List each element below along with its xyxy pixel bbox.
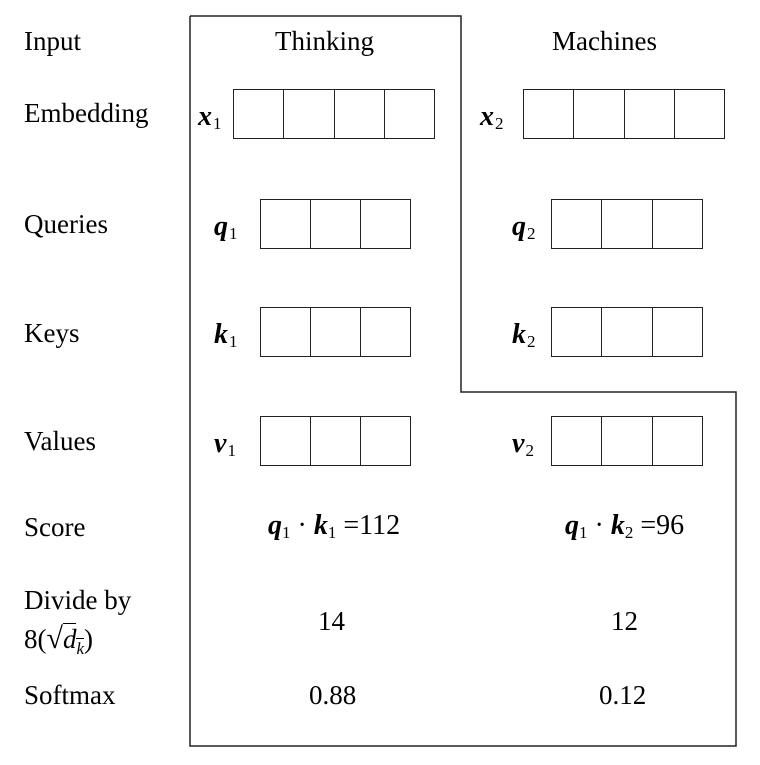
- vector-cell: [361, 417, 410, 465]
- symbol-q1: q1: [214, 211, 238, 243]
- embedding-vector-x1: [233, 89, 435, 139]
- value-vector-v2: [551, 416, 703, 466]
- softmax-value-2: 0.12: [599, 680, 647, 710]
- vector-cell: [234, 90, 285, 138]
- symbol-v2: v2: [512, 428, 534, 460]
- row-label-divide-sqrt: 8(√dk): [24, 622, 94, 659]
- value-vector-v1: [260, 416, 411, 466]
- row-label-keys: Keys: [24, 318, 80, 348]
- vector-cell: [675, 90, 724, 138]
- vector-cell: [602, 200, 653, 248]
- divided-value-2: 12: [611, 606, 638, 636]
- vector-cell: [625, 90, 675, 138]
- vector-cell: [385, 90, 434, 138]
- query-vector-q2: [551, 199, 703, 249]
- row-label-input: Input: [24, 26, 81, 56]
- symbol-v1: v1: [214, 428, 236, 460]
- row-label-softmax: Softmax: [24, 680, 116, 710]
- column-header-thinking: Thinking: [275, 26, 374, 56]
- vector-cell: [335, 90, 385, 138]
- vector-cell: [311, 308, 361, 356]
- row-label-embedding: Embedding: [24, 98, 149, 128]
- vector-cell: [552, 200, 603, 248]
- embedding-vector-x2: [523, 89, 725, 139]
- vector-cell: [653, 308, 702, 356]
- symbol-x2: x2: [480, 101, 504, 133]
- key-vector-k2: [551, 307, 703, 357]
- vector-cell: [653, 200, 702, 248]
- vector-cell: [602, 308, 653, 356]
- vector-cell: [261, 200, 311, 248]
- vector-cell: [311, 200, 361, 248]
- vector-cell: [311, 417, 361, 465]
- symbol-k2: k2: [512, 319, 536, 351]
- score-expression-1: q1 · k1 =112: [268, 510, 401, 542]
- score-expression-2: q1 · k2 =96: [565, 510, 685, 542]
- vector-cell: [261, 417, 311, 465]
- query-vector-q1: [260, 199, 411, 249]
- row-label-values: Values: [24, 426, 96, 456]
- vector-cell: [361, 308, 410, 356]
- vector-cell: [574, 90, 625, 138]
- divided-value-1: 14: [318, 606, 345, 636]
- vector-cell: [261, 308, 311, 356]
- score-value-1: 112: [359, 510, 401, 541]
- vector-cell: [524, 90, 575, 138]
- vector-cell: [552, 417, 603, 465]
- row-label-divide: Divide by: [24, 585, 132, 615]
- column-header-machines: Machines: [552, 26, 657, 56]
- key-vector-k1: [260, 307, 411, 357]
- score-value-2: 96: [656, 510, 685, 541]
- vector-cell: [602, 417, 653, 465]
- row-label-queries: Queries: [24, 209, 108, 239]
- vector-cell: [284, 90, 335, 138]
- softmax-value-1: 0.88: [309, 680, 357, 710]
- row-label-score: Score: [24, 512, 86, 542]
- vector-cell: [653, 417, 702, 465]
- symbol-x1: x1: [198, 101, 222, 133]
- vector-cell: [361, 200, 410, 248]
- symbol-k1: k1: [214, 319, 238, 351]
- symbol-q2: q2: [512, 211, 536, 243]
- vector-cell: [552, 308, 603, 356]
